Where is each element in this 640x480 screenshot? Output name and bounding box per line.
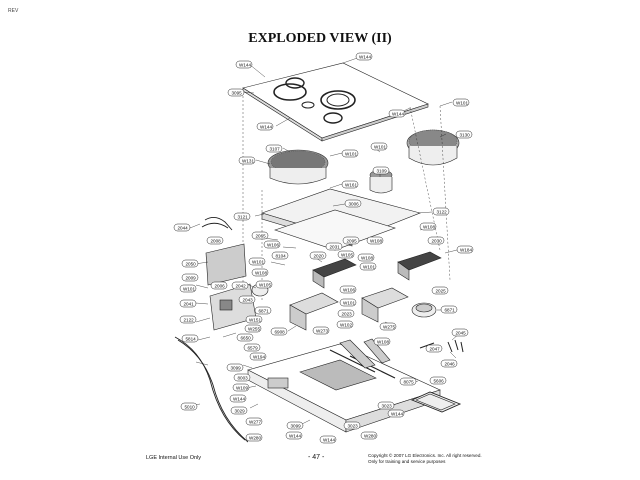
callout-6871-a: 6871 [259, 308, 270, 313]
callout-2095: 2095 [347, 238, 358, 243]
callout-w280-b: W280 [364, 433, 376, 438]
left-control-board [205, 243, 269, 331]
callout-w144-k: W144 [289, 433, 301, 438]
callout-3023: 3023 [382, 403, 393, 408]
callout-5606: 5606 [434, 378, 445, 383]
bottom-chassis [247, 343, 441, 433]
callout-w101-c: W101 [374, 144, 386, 149]
callout-w194: W194 [253, 354, 265, 359]
wire-harness [174, 217, 249, 443]
callout-5010: 5010 [185, 404, 196, 409]
footer-copyright: Copyright © 2007 LG Electronics. Inc. Al… [368, 453, 482, 465]
callout-3022: 3023 [348, 423, 359, 428]
callout-2008: 2008 [211, 238, 222, 243]
callout-w109: W109 [236, 385, 248, 390]
callout-w108-c: W108 [361, 255, 373, 260]
page-number: - 47 - [308, 454, 325, 461]
callout-3122: 3122 [437, 209, 448, 214]
callout-w101-g: W101 [343, 300, 355, 305]
callout-w280: W280 [249, 435, 261, 440]
drip-tray [410, 391, 462, 413]
callout-3006: 3006 [349, 201, 360, 206]
callout-3130: 3130 [460, 132, 471, 137]
callout-3109: 3109 [377, 168, 388, 173]
callout-w144-d: W144 [392, 111, 404, 116]
heat-deflector [261, 188, 421, 251]
callout-w275: W275 [383, 324, 395, 329]
callout-w108-b: W108 [370, 238, 382, 243]
callout-w108-e: W108 [377, 339, 389, 344]
callout-8003: 8003 [238, 375, 249, 380]
callout-w131: W131 [242, 158, 254, 163]
callout-w273: W273 [316, 328, 328, 333]
cooling-fan [411, 302, 437, 318]
footer-internal-use: LGE Internal Use Only [146, 455, 202, 461]
callout-w144-i: W144 [233, 396, 245, 401]
callout-w101-a: W101 [456, 100, 468, 105]
callout-2009: 2009 [186, 275, 197, 280]
revision-mark: REV [8, 8, 19, 14]
callout-w101-e: W101 [363, 264, 375, 269]
callout-2046: 2046 [445, 361, 456, 366]
callout-w144-c: W144 [260, 124, 272, 129]
callout-2122: 2122 [184, 317, 195, 322]
callout-2030: 2030 [432, 238, 443, 243]
callout-w277: W277 [249, 419, 261, 424]
callout-w144-a: W144 [239, 62, 251, 67]
callout-w255: W255 [248, 326, 260, 331]
leader-lines [187, 55, 461, 427]
callout-2050: 2050 [186, 261, 197, 266]
page-title: EXPLODED VIEW (II) [248, 31, 392, 46]
callout-labels: W144 W144 3095 W144 W144 W101 3130 3107 … [173, 52, 474, 444]
callout-w106-b: W106 [343, 287, 355, 292]
callout-w144-j: W144 [391, 411, 403, 416]
callout-w184: W184 [460, 247, 472, 252]
callout-w108-d: W108 [255, 270, 267, 275]
callout-w161: W161 [345, 182, 357, 187]
callout-3095: 3095 [232, 90, 243, 95]
callout-2006: 2006 [215, 283, 226, 288]
copyright-line: Copyright © 2007 LG Electronics. Inc. Al… [368, 453, 482, 458]
control-modules [289, 251, 442, 331]
callout-w108-a: W108 [423, 224, 435, 229]
callout-8075: 8075 [404, 379, 415, 384]
callout-w105: W105 [341, 252, 353, 257]
callout-2045: 2045 [456, 330, 467, 335]
burner-large [406, 129, 460, 166]
callout-2044: 2044 [178, 225, 189, 230]
callout-6908: 6908 [275, 329, 286, 334]
callout-w106-a: W106 [267, 242, 279, 247]
callout-2042: 2042 [236, 283, 247, 288]
callout-w105-b: W105 [259, 282, 271, 287]
callout-2047: 2047 [430, 346, 441, 351]
callout-w102: W102 [340, 322, 352, 327]
callout-w101-d: W101 [252, 259, 264, 264]
callout-2031: 2031 [330, 244, 341, 249]
callout-2043: 2043 [243, 297, 254, 302]
callout-w144-e: W144 [323, 437, 335, 442]
callout-3107: 3107 [270, 146, 281, 151]
callout-6650: 6650 [241, 335, 252, 340]
callout-5814: 5814 [186, 336, 197, 341]
callout-w144-b: W144 [359, 54, 371, 59]
callout-w101-f: W101 [183, 286, 195, 291]
callout-3029: 3029 [235, 408, 246, 413]
callout-2041: 2041 [184, 301, 195, 306]
training-note: Only for training and service purposes [368, 459, 446, 464]
callout-2025: 2025 [436, 288, 447, 293]
side-rails [339, 338, 391, 369]
callout-8104: 8104 [276, 253, 287, 258]
callout-2020: 2020 [314, 253, 325, 258]
callout-6579: 6579 [248, 345, 259, 350]
callout-3099: 3099 [231, 365, 242, 370]
callout-6871-b: 6871 [445, 307, 456, 312]
callout-3099-b: 3099 [291, 423, 302, 428]
callout-3121: 3121 [238, 214, 249, 219]
callout-w101-b: W101 [345, 151, 357, 156]
callout-2065: 2065 [256, 233, 267, 238]
callout-2023: 2023 [342, 311, 353, 316]
burner-oval [267, 149, 329, 185]
callout-w151: W151 [249, 317, 261, 322]
